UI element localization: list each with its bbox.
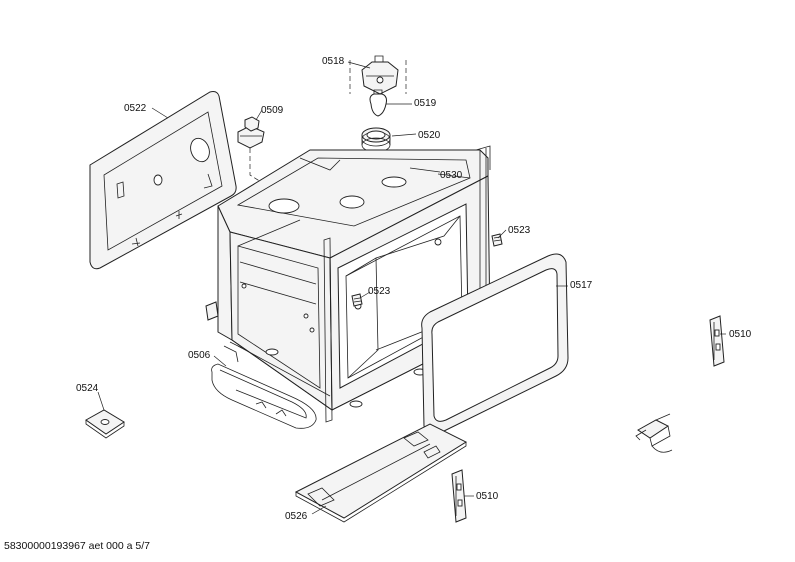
- part-hinge-receiver: [635, 413, 673, 453]
- label-0524: 0524: [76, 383, 99, 394]
- part-0509-socket: [237, 116, 265, 149]
- label-0518: 0518: [322, 56, 345, 67]
- part-0522-panel: [89, 91, 237, 270]
- part-0523-clip-right: [491, 233, 503, 247]
- part-0523-clip-left: [351, 293, 363, 307]
- part-0524-pad: [85, 409, 125, 439]
- part-0519-bulb: [369, 89, 387, 117]
- part-0520-ring: [361, 127, 391, 153]
- label-0523-left: 0523: [368, 286, 391, 297]
- document-id: 58300000193967 aet 000 a 5/7: [4, 540, 150, 552]
- part-0517-door-seal: [421, 253, 569, 435]
- leader-lines: [97, 61, 726, 515]
- oven-cavity: [205, 145, 491, 423]
- label-0506: 0506: [188, 350, 211, 361]
- part-0506-heating-element: [211, 341, 317, 429]
- label-0520: 0520: [418, 130, 441, 141]
- label-0523-right: 0523: [508, 225, 531, 236]
- part-0510-hinge-right: [709, 315, 725, 367]
- part-0526-bottom-plate: [294, 423, 468, 523]
- part-labels: 0518 0519 0520 0522 0509 0530 0523 0523 …: [76, 56, 752, 522]
- label-0510-right: 0510: [729, 329, 752, 340]
- label-0517: 0517: [570, 280, 593, 291]
- label-0509: 0509: [261, 105, 284, 116]
- label-0530: 0530: [440, 170, 463, 181]
- label-0519: 0519: [414, 98, 437, 109]
- part-0518-lamp-housing: [361, 55, 399, 95]
- label-0510-bottom: 0510: [476, 491, 499, 502]
- label-0526: 0526: [285, 511, 308, 522]
- part-0510-hinge-bottom: [451, 469, 467, 523]
- label-0522: 0522: [124, 103, 147, 114]
